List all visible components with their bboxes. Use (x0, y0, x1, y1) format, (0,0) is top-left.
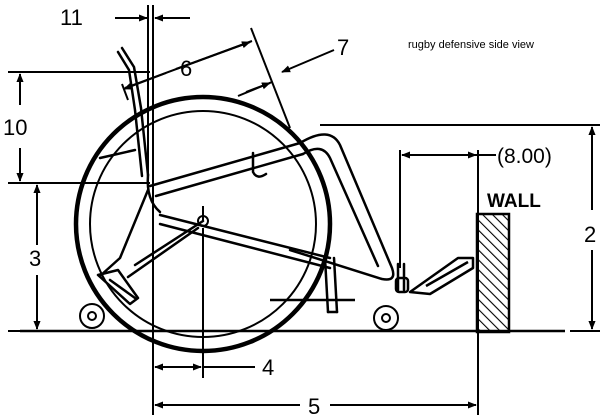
wall-label: WALL (487, 191, 541, 212)
dimension-label-2: 2 (584, 222, 597, 247)
wall-block (475, 212, 511, 334)
rear-caster (79, 303, 105, 329)
dimension-lines (8, 5, 600, 415)
dimension-label-4: 4 (262, 355, 275, 380)
footplate (408, 256, 475, 296)
dimension-label-3: 3 (29, 246, 42, 271)
dimension-label-10: 10 (3, 115, 28, 140)
dimension-label-7: 7 (337, 35, 350, 60)
front-caster (373, 305, 399, 331)
wheelchair-frame (96, 46, 410, 314)
dimension-label-6: 6 (180, 56, 193, 81)
caption-text: rugby defensive side view (408, 39, 534, 51)
dimension-label-11: 11 (60, 5, 83, 30)
dimension-label-5: 5 (308, 394, 321, 418)
dimension-label-8: (8.00) (497, 145, 552, 168)
